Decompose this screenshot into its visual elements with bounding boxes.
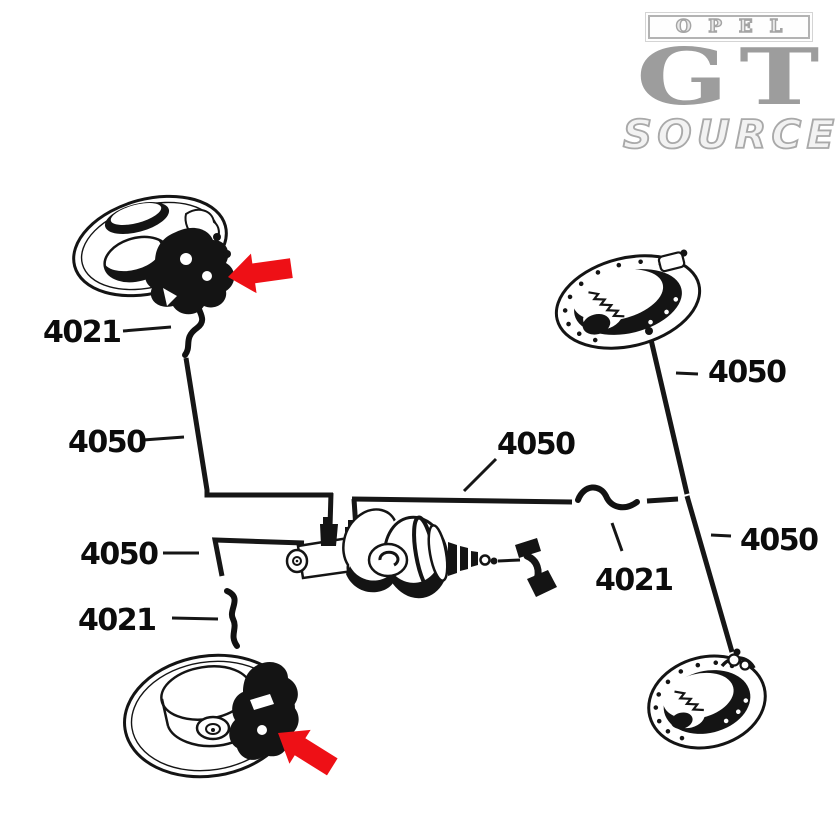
- callout-4050-right-lower: 4050: [740, 523, 819, 558]
- front-disc-brake-bottom-illustration: [123, 653, 299, 779]
- red-arrow-icon: [278, 729, 338, 776]
- callout-4050-right-upper: 4050: [708, 355, 787, 390]
- shoe-return-spring: [674, 690, 704, 712]
- shoe-return-spring: [588, 291, 625, 318]
- rivet-holes: [562, 259, 664, 343]
- center-brake-line: [351, 496, 573, 505]
- front-left-lower-brake-line: [211, 537, 305, 577]
- callout-4050-left: 4050: [68, 425, 147, 460]
- opel-logo-box: OPEL: [645, 12, 813, 42]
- front-left-lower-brake-hose: [224, 588, 240, 649]
- callout-4021-front-left: 4021: [43, 315, 122, 350]
- front-left-brake-line: [183, 357, 333, 498]
- rear-drum-brake-top-illustration: [554, 249, 702, 350]
- leader-4050-center: [462, 457, 498, 493]
- red-arrow-shape: [278, 729, 338, 776]
- center-brake-hose: [575, 484, 640, 511]
- leader-4050-left: [142, 435, 185, 442]
- opel-logo-box-inner: OPEL: [648, 15, 810, 39]
- leader-4021-top-left: [122, 325, 172, 333]
- callout-leader-lines: [122, 325, 732, 621]
- red-arrow-shape: [228, 253, 293, 294]
- brake-lines: [183, 330, 735, 653]
- red-arrow-icon: [228, 253, 293, 294]
- rivet-holes: [653, 660, 735, 741]
- rear-right-lower-brake-line: [684, 495, 735, 653]
- callout-4021-center: 4021: [595, 563, 674, 598]
- rear-drum-brake-bottom-illustration: [647, 648, 767, 750]
- leader-4021-bottom-left: [171, 616, 219, 621]
- leader-4050-right-upper: [675, 371, 699, 376]
- flange-holes: [723, 698, 749, 724]
- pushrod-bellows: [448, 542, 478, 576]
- callout-4050-left-mid: 4050: [80, 537, 159, 572]
- front-disc-brake-top-illustration: [72, 194, 235, 315]
- source-logo-text: SOURCE: [622, 112, 840, 158]
- pedal-bracket: [515, 538, 541, 558]
- master-cylinder-booster-illustration: [285, 508, 557, 599]
- callout-4050-center: 4050: [497, 427, 576, 462]
- center-right-line-segment: [646, 496, 679, 504]
- gt-logo-text: GT: [635, 32, 831, 123]
- pedal-pad: [527, 570, 557, 597]
- leader-4050-right-lower: [710, 533, 732, 538]
- opel-logo-text: OPEL: [675, 16, 800, 37]
- opel-gt-source-logo: OPEL GT SOURCE: [620, 12, 838, 155]
- leader-4021-center: [610, 522, 624, 552]
- flange-holes: [648, 297, 679, 325]
- rear-right-upper-brake-line: [646, 330, 690, 495]
- callout-4021-bottom-left: 4021: [78, 603, 157, 638]
- line-fitting-left: [320, 524, 338, 546]
